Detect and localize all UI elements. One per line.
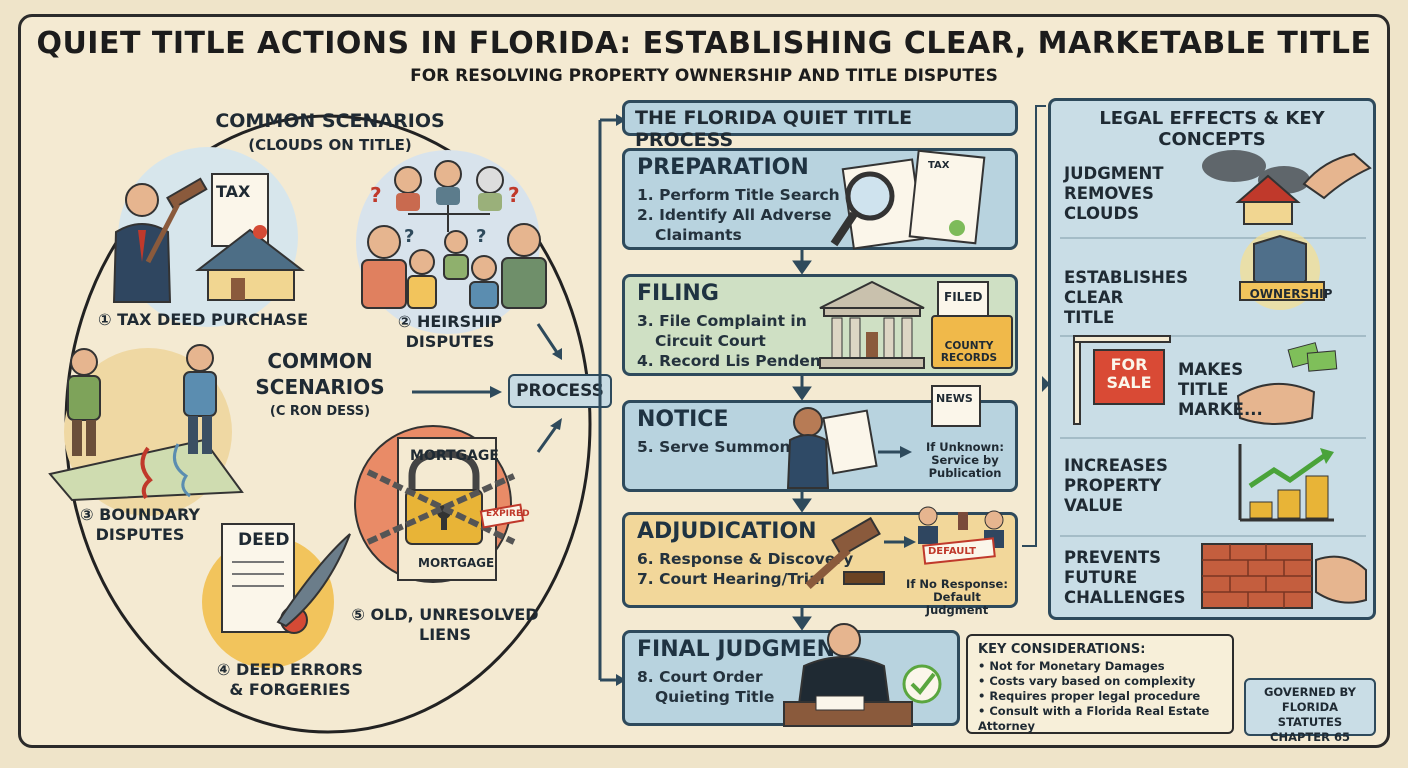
process-icons — [783, 149, 1013, 727]
county-records-folder-icon — [931, 281, 1013, 369]
for-sale-sign-icon — [1073, 335, 1338, 425]
effect-item: ESTABLISHES CLEAR TITLE — [1064, 268, 1188, 327]
page-subtitle: FOR RESOLVING PROPERTY OWNERSHIP AND TIT… — [410, 66, 998, 86]
scenario-item: ① TAX DEED PURCHASE — [97, 310, 309, 329]
ownership-label: OWNERSHIP — [1249, 287, 1333, 301]
list-item: • Consult with a Florida Real Estate Att… — [978, 704, 1210, 733]
svg-text:?: ? — [508, 183, 520, 207]
for-sale-label: FOR SALE — [1106, 355, 1152, 392]
ownership-shield-icon — [1239, 230, 1325, 310]
svg-text:?: ? — [476, 226, 486, 247]
step-title: PREPARATION — [637, 155, 809, 180]
value-growth-icon — [1238, 444, 1334, 522]
news-label: NEWS — [936, 392, 973, 405]
expired-stamp: EXPIRED — [486, 509, 530, 519]
scenarios-illustration: ? ? ? ? — [48, 114, 592, 734]
key-considerations-heading: KEY CONSIDERATIONS: — [978, 642, 1146, 657]
filed-label: FILED — [944, 290, 983, 304]
gavel-icon — [805, 516, 916, 589]
scenarios-heading: COMMON SCENARIOS — [215, 110, 445, 132]
county-records-label: COUNTY RECORDS — [940, 340, 998, 364]
boundary-dispute-icon — [48, 344, 244, 516]
default-stamp: DEFAULT — [928, 546, 976, 557]
scenarios-subheading: (CLOUDS ON TITLE) — [248, 136, 412, 154]
effect-item: PREVENTS FUTURE CHALLENGES — [1064, 548, 1186, 607]
effect-item: MAKES TITLE MARKE... — [1178, 360, 1263, 419]
deed-forgery-icon — [202, 523, 351, 668]
page-title: QUIET TITLE ACTIONS IN FLORIDA: ESTABLIS… — [36, 26, 1372, 61]
key-considerations-list: • Not for Monetary Damages • Costs vary … — [978, 659, 1222, 734]
list-item: • Costs vary based on complexity — [978, 674, 1196, 688]
process-heading: THE FLORIDA QUIET TITLE PROCESS — [635, 107, 913, 151]
step-title: NOTICE — [637, 407, 729, 432]
judge-icon — [783, 623, 942, 727]
tax-deed-icon — [112, 147, 305, 327]
effects-heading: LEGAL EFFECTS & KEY CONCEPTS — [1099, 108, 1325, 150]
process-bracket — [598, 114, 626, 686]
newspaper-icon — [931, 385, 981, 427]
process-tag-label: PROCESS — [516, 381, 604, 401]
step-body: 6. Response & Discovery 7. Court Hearing… — [637, 550, 854, 588]
step-title: FILING — [637, 281, 719, 306]
list-item: • Requires proper legal procedure — [978, 689, 1201, 703]
scenario-item: ③ BOUNDARY DISPUTES — [80, 505, 200, 544]
liens-lock-icon — [354, 425, 525, 583]
adjudication-side-note: If No Response: Default Judgment — [906, 577, 1008, 617]
step-body: 1. Perform Title Search 2. Identify All … — [637, 186, 840, 244]
tax-label: TAX — [216, 182, 251, 201]
tax-doc-label: TAX — [928, 160, 950, 171]
list-item: • Not for Monetary Damages — [978, 659, 1165, 673]
step-body: 3. File Complaint in Circuit Court 4. Re… — [637, 312, 831, 370]
mortgage-bottom-label: MORTGAGE — [418, 556, 495, 570]
heirship-family-icon: ? ? ? ? — [356, 150, 547, 334]
title-search-icon — [830, 149, 986, 250]
governed-badge: GOVERNED BY FLORIDA STATUTES CHAPTER 65 — [1244, 678, 1376, 744]
scenarios-center-heading: COMMON SCENARIOS — [255, 349, 385, 399]
key-considerations-box: KEY CONSIDERATIONS: • Not for Monetary D… — [966, 634, 1234, 734]
courthouse-icon — [819, 280, 925, 369]
step-body: 5. Serve Summons — [637, 438, 800, 456]
process-heading-box: THE FLORIDA QUIET TITLE PROCESS — [622, 100, 1018, 151]
scenarios-center-sub: (C RON DESS) — [269, 404, 371, 419]
governed-text: GOVERNED BY FLORIDA STATUTES CHAPTER 65 — [1263, 685, 1356, 744]
step-title: FINAL JUDGMENT — [637, 637, 851, 662]
process-server-icon — [786, 407, 912, 489]
process-tag: PROCESS — [508, 374, 612, 408]
scenario-item: ② HEIRSHIP DISPUTES — [397, 312, 503, 351]
notice-side-note: If Unknown: Service by Publication — [926, 440, 1004, 480]
clouds-house-icon — [1202, 150, 1372, 225]
effects-connector — [1022, 105, 1050, 547]
deed-label: DEED — [238, 530, 290, 550]
step-title: ADJUDICATION — [637, 519, 817, 544]
effect-item: INCREASES PROPERTY VALUE — [1064, 456, 1168, 515]
scenario-item: ④ DEED ERRORS & FORGERIES — [216, 660, 364, 699]
svg-text:?: ? — [404, 226, 414, 247]
effect-item: JUDGMENT REMOVES CLOUDS — [1064, 164, 1164, 223]
step-body: 8. Court Order Quieting Title — [637, 668, 775, 706]
parties-icon — [918, 506, 1004, 565]
scenario-item: ⑤ OLD, UNRESOLVED LIENS — [351, 605, 539, 644]
effects-icons — [1060, 150, 1372, 609]
svg-text:?: ? — [370, 183, 382, 207]
mortgage-top-label: MORTGAGE — [410, 448, 499, 464]
brick-wall-icon — [1201, 543, 1367, 609]
